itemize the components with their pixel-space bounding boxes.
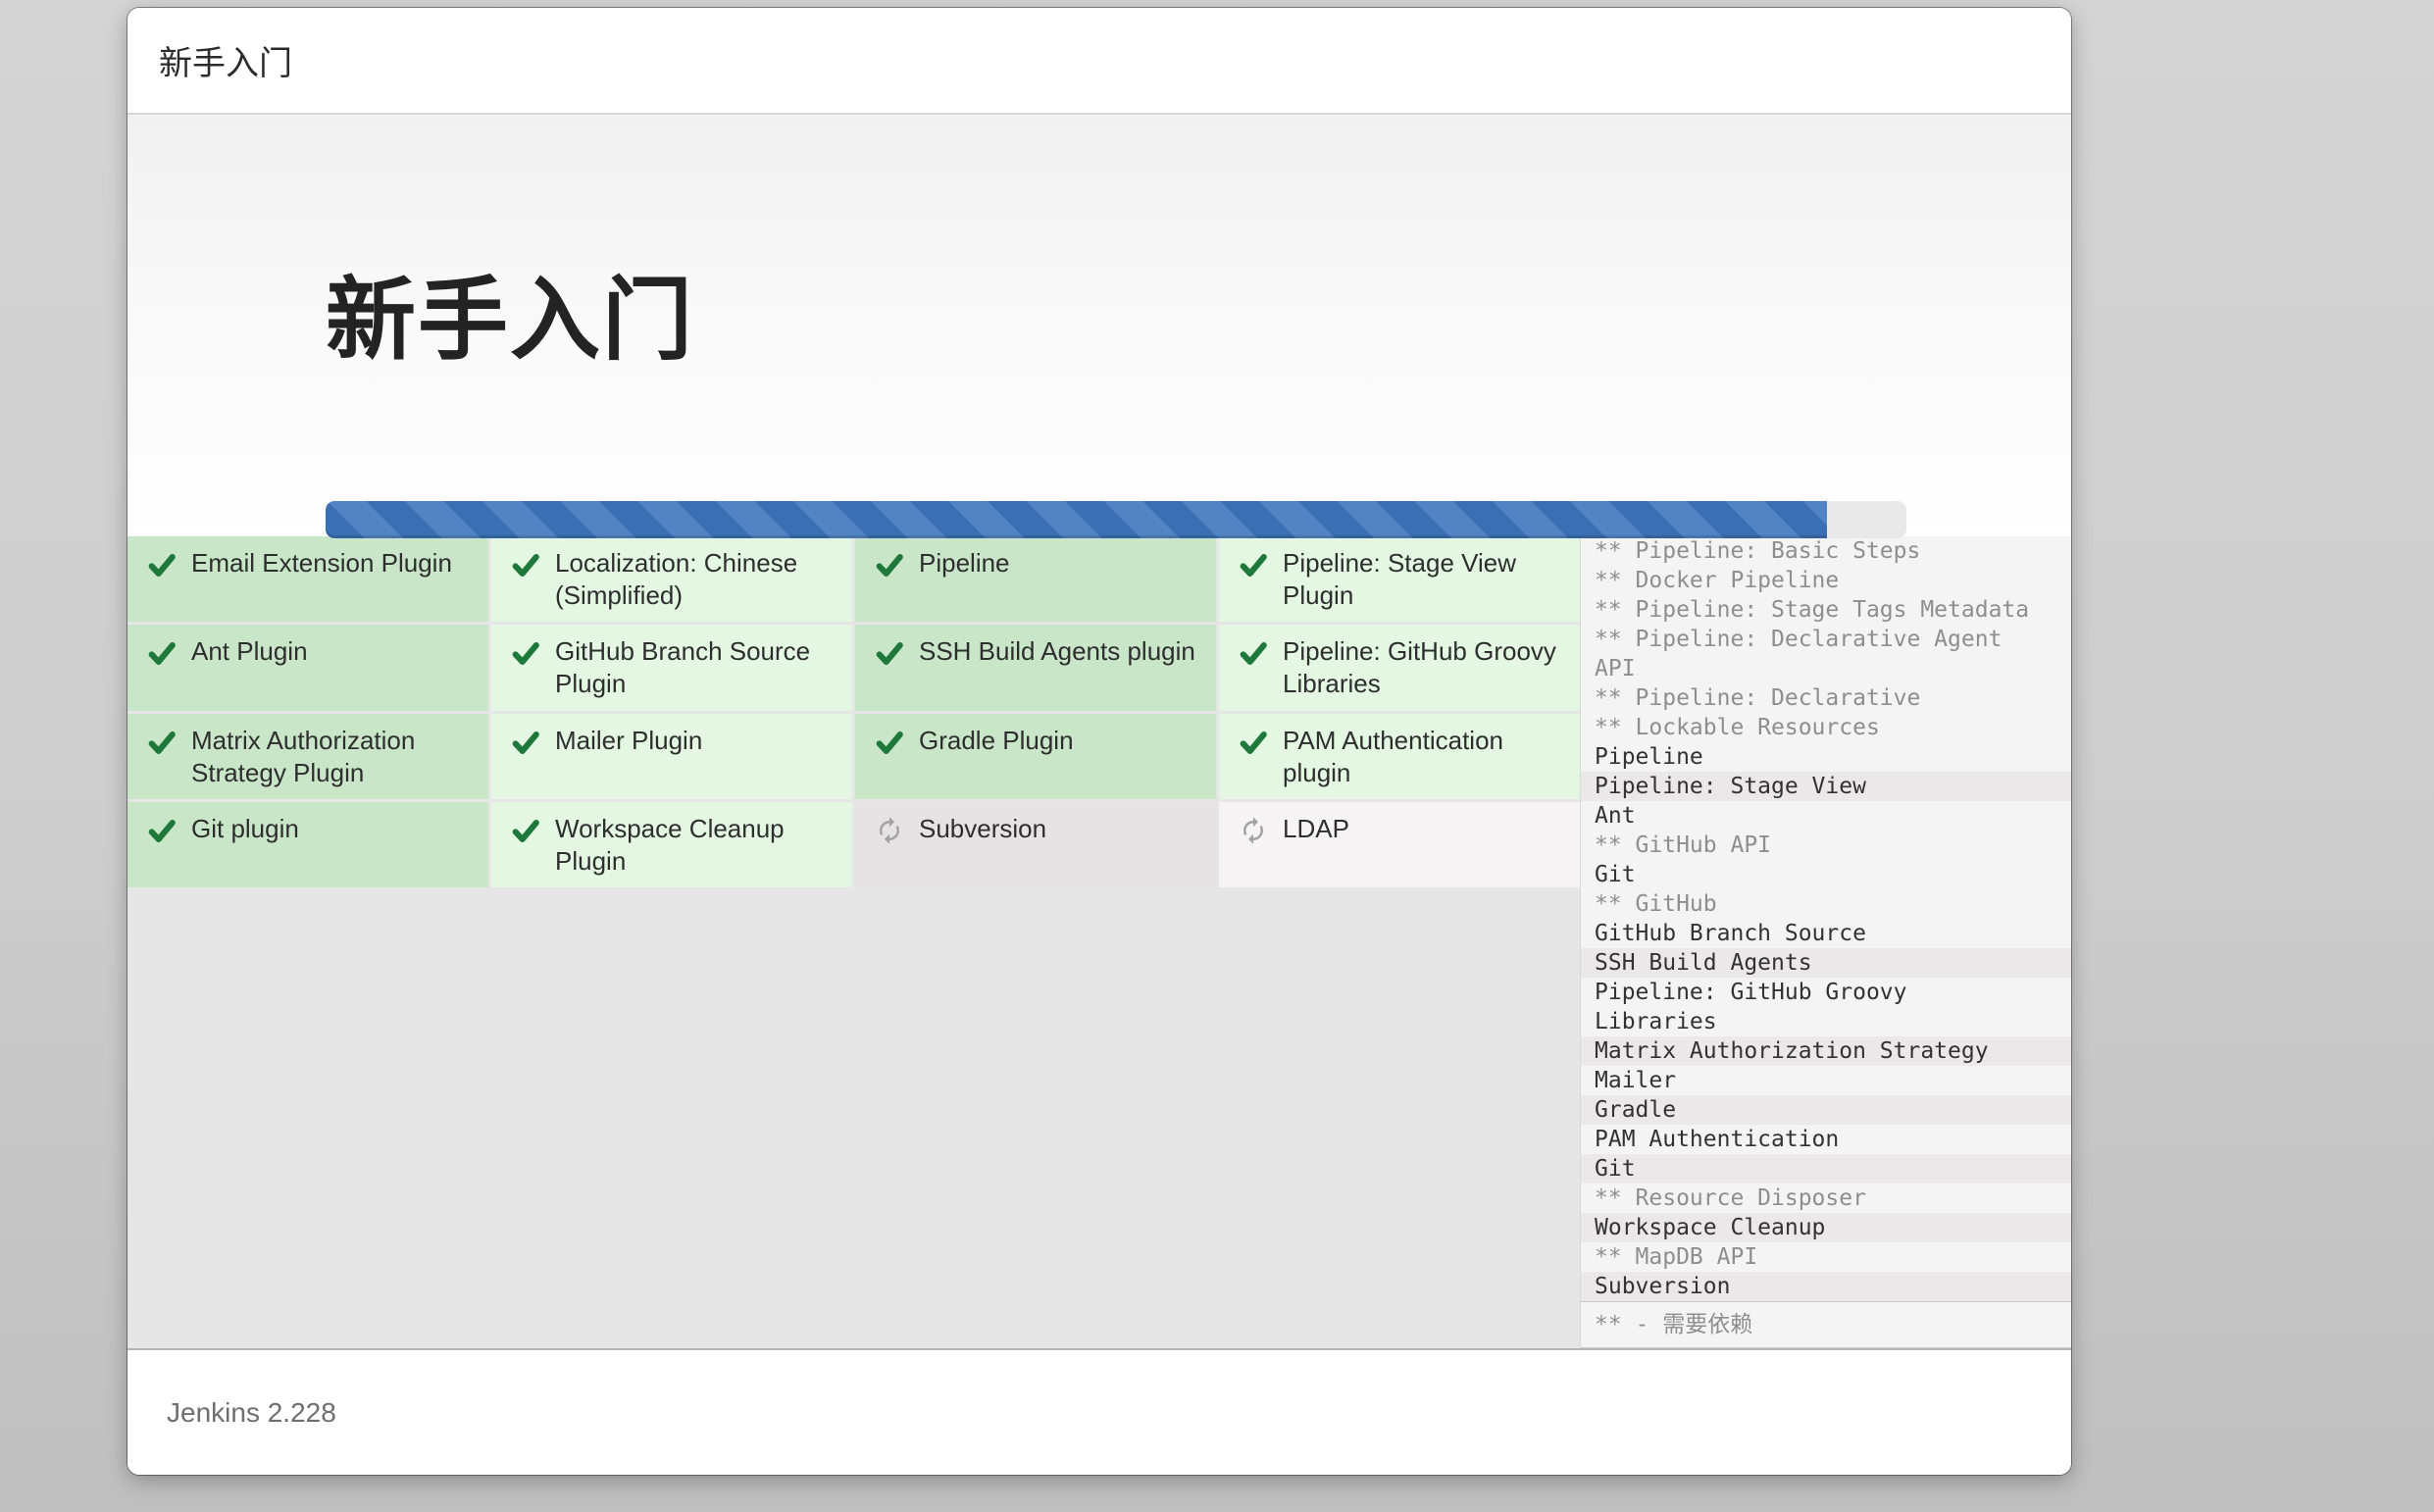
spinner-icon bbox=[1243, 817, 1263, 844]
check-icon bbox=[512, 819, 539, 842]
log-entry: Mailer bbox=[1595, 1068, 1677, 1093]
plugin-cell: Pipeline: Stage View Plugin bbox=[1219, 536, 1580, 623]
jenkins-version: Jenkins 2.228 bbox=[167, 1396, 336, 1428]
log-entry: SSH Build Agents bbox=[1581, 948, 2071, 978]
log-entry: ** MapDB API bbox=[1595, 1244, 1758, 1270]
plugin-cell: PAM Authentication plugin bbox=[1219, 713, 1580, 799]
plugin-cell: Workspace Cleanup Plugin bbox=[491, 801, 852, 887]
log-entry: Gradle bbox=[1581, 1095, 2071, 1125]
plugin-cell: Matrix Authorization Strategy Plugin bbox=[127, 713, 488, 799]
check-icon bbox=[148, 819, 176, 842]
window-title: 新手入门 bbox=[159, 45, 292, 82]
progress-bar bbox=[326, 501, 1906, 538]
log-entry: ** Pipeline: Basic Steps bbox=[1595, 538, 1921, 564]
plugin-cell: GitHub Branch Source Plugin bbox=[491, 625, 852, 711]
plugin-label: Matrix Authorization Strategy Plugin bbox=[191, 725, 416, 787]
titlebar: 新手入门 bbox=[127, 8, 2071, 115]
plugin-label: Pipeline: GitHub Groovy Libraries bbox=[1283, 636, 1556, 699]
check-icon bbox=[512, 553, 539, 577]
plugin-cell: SSH Build Agents plugin bbox=[855, 625, 1216, 711]
plugin-cell: LDAP bbox=[1219, 801, 1580, 887]
log-legend: ** - 需要依赖 bbox=[1581, 1301, 2071, 1348]
log-entry: ** Pipeline: Declarative bbox=[1595, 685, 1921, 711]
footer: Jenkins 2.228 bbox=[127, 1350, 2071, 1475]
plugin-cell: Subversion bbox=[855, 801, 1216, 887]
log-entry: ** Pipeline: Stage Tags Metadata bbox=[1595, 597, 2030, 623]
progress-fill bbox=[326, 501, 1828, 538]
plugin-cell: Pipeline: GitHub Groovy Libraries bbox=[1219, 625, 1580, 711]
check-icon bbox=[876, 731, 903, 754]
plugin-label: Localization: Chinese (Simplified) bbox=[555, 548, 798, 610]
check-icon bbox=[1240, 731, 1267, 754]
plugin-cell: Mailer Plugin bbox=[491, 713, 852, 799]
plugin-cell: Pipeline bbox=[855, 536, 1216, 623]
plugin-cell: Email Extension Plugin bbox=[127, 536, 488, 623]
getting-started-window: 新手入门 新手入门 Email Extension Plugin bbox=[127, 8, 2071, 1475]
log-entry: ** GitHub bbox=[1595, 891, 1717, 917]
plugin-label: Subversion bbox=[919, 813, 1047, 843]
log-entry: Subversion bbox=[1581, 1272, 2071, 1301]
header-section: 新手入门 bbox=[127, 115, 2071, 538]
check-icon bbox=[876, 642, 903, 666]
check-icon bbox=[512, 731, 539, 754]
check-icon bbox=[148, 731, 176, 754]
check-icon bbox=[512, 642, 539, 666]
log-entry: Pipeline: GitHub Groovy Libraries bbox=[1595, 980, 1907, 1034]
install-log-panel[interactable]: ** Pipeline: Basic Steps ** Docker Pipeli… bbox=[1580, 536, 2071, 1348]
plugin-label: GitHub Branch Source Plugin bbox=[555, 636, 811, 699]
plugin-label: Workspace Cleanup Plugin bbox=[555, 813, 785, 876]
plugin-label: Gradle Plugin bbox=[919, 725, 1074, 755]
log-entry: ** GitHub API bbox=[1595, 832, 1772, 858]
plugin-label: Pipeline: Stage View Plugin bbox=[1283, 548, 1517, 610]
plugin-label: Git plugin bbox=[191, 813, 299, 843]
check-icon bbox=[148, 642, 176, 666]
log-entry: Ant bbox=[1595, 803, 1636, 829]
check-icon bbox=[1240, 642, 1267, 666]
log-entry: PAM Authentication bbox=[1595, 1127, 1840, 1152]
page-title: 新手入门 bbox=[326, 271, 695, 371]
log-entry: ** Pipeline: Declarative Agent API bbox=[1595, 627, 2003, 681]
plugin-label: Pipeline bbox=[919, 548, 1010, 578]
plugin-cell: Localization: Chinese (Simplified) bbox=[491, 536, 852, 623]
log-entry: ** Resource Disposer bbox=[1595, 1185, 1866, 1211]
plugin-grid-panel: Email Extension Plugin Localization: Chi… bbox=[127, 536, 1580, 1348]
check-icon bbox=[876, 553, 903, 577]
spinner-icon bbox=[880, 817, 899, 844]
log-entry: GitHub Branch Source bbox=[1595, 921, 1866, 946]
log-entry: Workspace Cleanup bbox=[1581, 1213, 2071, 1242]
plugin-label: Ant Plugin bbox=[191, 636, 308, 667]
log-entry: ** Docker Pipeline bbox=[1595, 568, 1840, 593]
plugin-label: PAM Authentication plugin bbox=[1283, 725, 1503, 787]
main-section: Email Extension Plugin Localization: Chi… bbox=[127, 536, 2071, 1350]
plugin-label: Email Extension Plugin bbox=[191, 548, 452, 578]
plugin-label: Mailer Plugin bbox=[555, 725, 703, 755]
check-icon bbox=[1240, 553, 1267, 577]
log-entry: Git bbox=[1595, 862, 1636, 887]
install-log-list: ** Pipeline: Basic Steps ** Docker Pipeli… bbox=[1581, 536, 2071, 1301]
log-entry: Git bbox=[1581, 1154, 2071, 1184]
plugin-label: SSH Build Agents plugin bbox=[919, 636, 1195, 667]
plugin-cell: Gradle Plugin bbox=[855, 713, 1216, 799]
check-icon bbox=[148, 553, 176, 577]
plugin-cell: Git plugin bbox=[127, 801, 488, 887]
plugin-grid: Email Extension Plugin Localization: Chi… bbox=[127, 536, 1580, 887]
log-entry: ** Lockable Resources bbox=[1595, 715, 1880, 740]
log-entry: Pipeline bbox=[1595, 744, 1703, 770]
log-entry: Pipeline: Stage View bbox=[1581, 772, 2071, 801]
plugin-label: LDAP bbox=[1283, 813, 1349, 843]
plugin-cell: Ant Plugin bbox=[127, 625, 488, 711]
log-entry: Matrix Authorization Strategy bbox=[1581, 1036, 2071, 1066]
